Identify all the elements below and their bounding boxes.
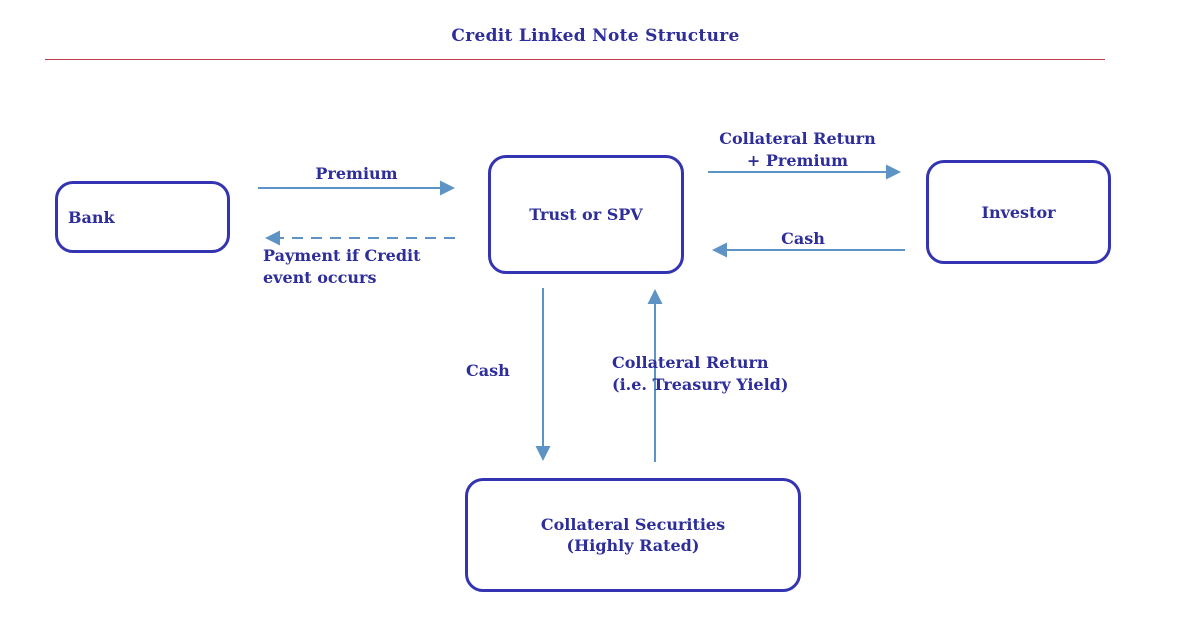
credit-event-payment-label: Payment if Credit event occurs (263, 245, 421, 289)
collateral-return-up-label-line1: Collateral Return (612, 353, 769, 372)
collateral-return-premium-label-line1: Collateral Return (719, 129, 876, 148)
premium-label: Premium (315, 164, 398, 183)
trust-spv-node-label: Trust or SPV (529, 205, 643, 224)
investor-node: Investor (926, 160, 1111, 264)
cash-from-investor-label: Cash (781, 229, 825, 248)
credit-event-payment-label-line1: Payment if Credit (263, 246, 421, 265)
collateral-securities-node-label: Collateral Securities (Highly Rated) (541, 514, 725, 556)
credit-event-payment-label-line2: event occurs (263, 268, 377, 287)
collateral-return-premium-label: Collateral Return + Premium (700, 128, 895, 172)
collateral-securities-node: Collateral Securities (Highly Rated) (465, 478, 801, 592)
collateral-securities-line2: (Highly Rated) (566, 536, 700, 555)
bank-node-label: Bank (68, 207, 115, 227)
trust-spv-node: Trust or SPV (488, 155, 684, 274)
collateral-securities-line1: Collateral Securities (540, 515, 726, 534)
collateral-return-up-label: Collateral Return (i.e. Treasury Yield) (612, 352, 788, 396)
investor-node-label: Investor (981, 202, 1056, 222)
cash-to-collateral-label: Cash (466, 361, 510, 380)
collateral-return-up-label-line2: (i.e. Treasury Yield) (612, 375, 789, 394)
title-underline (45, 59, 1105, 60)
diagram-title: Credit Linked Note Structure (451, 26, 740, 46)
bank-node: Bank (55, 181, 230, 253)
collateral-return-premium-label-line2: + Premium (746, 151, 849, 170)
